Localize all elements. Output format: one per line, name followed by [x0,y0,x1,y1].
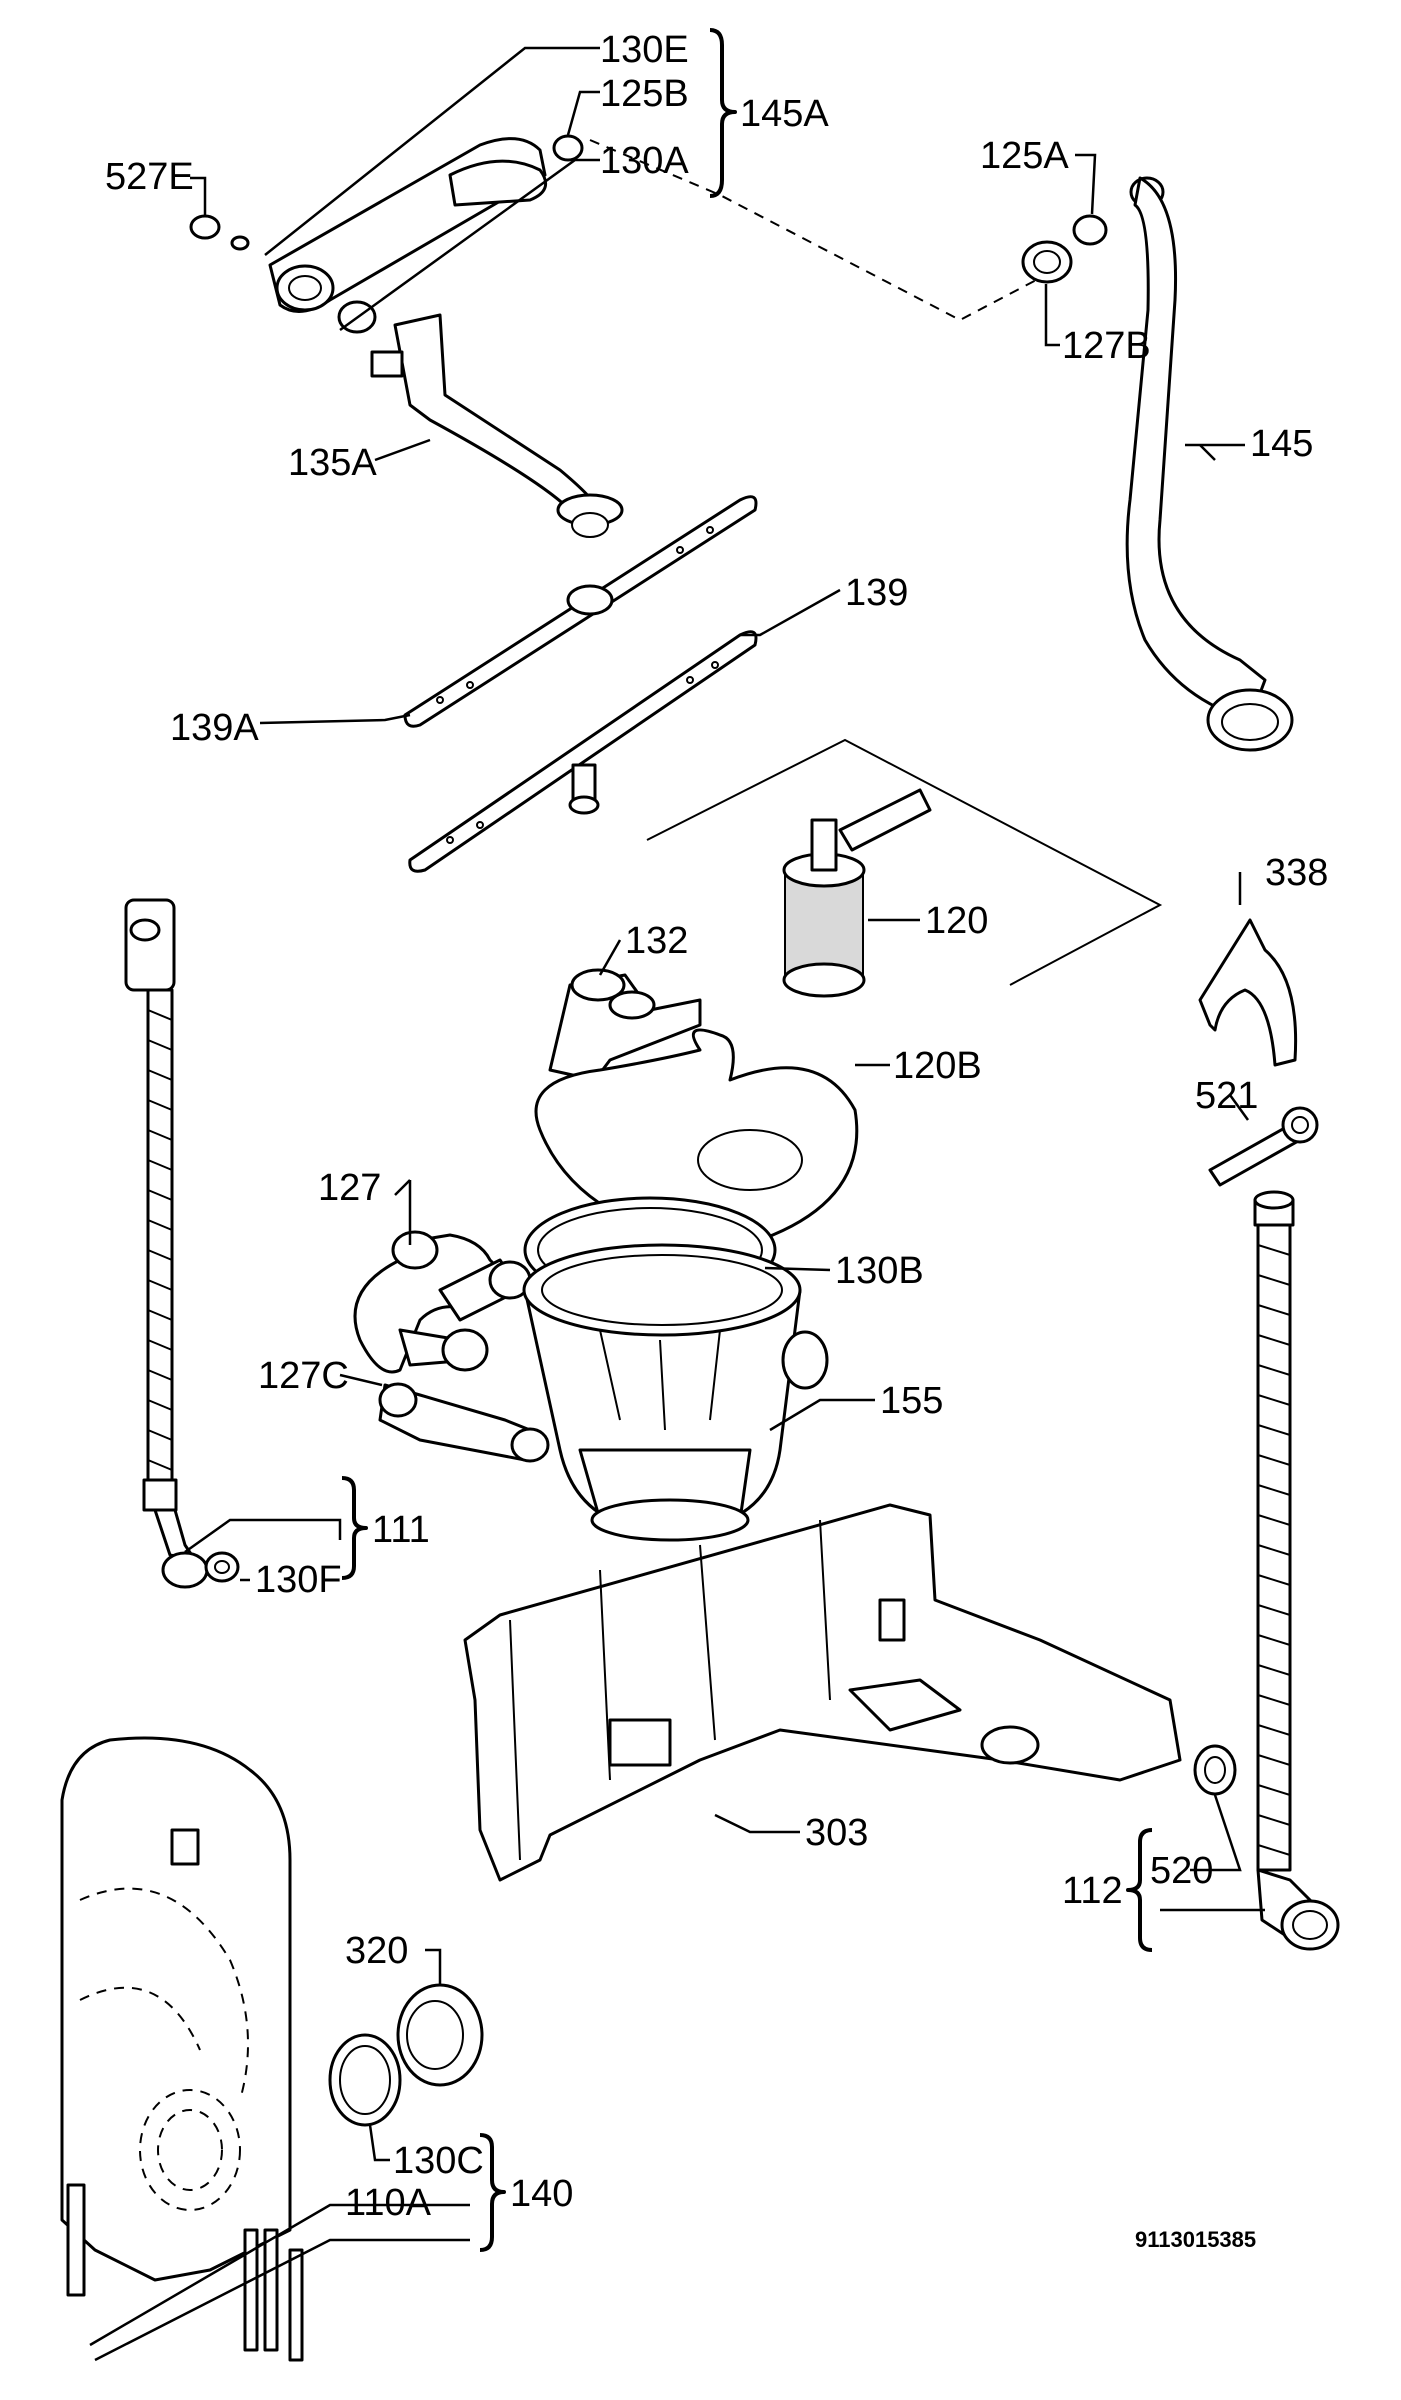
group-label-145A: 145A [740,93,829,135]
o-ring-125B-part [552,134,584,162]
label-125A: 125A [980,135,1069,177]
group-label-140: 140 [510,2173,573,2215]
leader-lines [89,46,1265,2362]
label-127: 127 [318,1167,381,1209]
label-127B: 127B [1062,325,1151,367]
base-303-part [463,1503,1182,1882]
label-303: 303 [805,1812,868,1854]
group-label-111: 111 [372,1509,430,1551]
o-ring-125A-part [1072,214,1108,246]
label-120: 120 [925,900,988,942]
label-135A: 135A [288,442,377,484]
label-527E: 527E [105,156,194,198]
filter-120-part [782,788,932,998]
spray-arm-139A-part [403,495,758,728]
spray-arm-139-part [408,630,758,873]
seal-130C-part [328,2033,402,2127]
nut-527E-part [189,214,250,251]
upper-spray-tube-130E-part [268,137,548,313]
label-130B: 130B [835,1250,924,1292]
pipe-127-part [353,1230,532,1374]
inlet-hose-111-part [124,898,209,1589]
label-127C: 127C [258,1355,349,1397]
cap-320-part [396,1983,484,2087]
clip-521-part [1208,1106,1319,1187]
label-520: 520 [1150,1850,1213,1892]
label-320: 320 [345,1930,408,1972]
drain-hose-145-part [1125,176,1294,752]
label-139: 139 [845,572,908,614]
label-145: 145 [1250,423,1313,465]
nut-127B-part [1021,240,1073,284]
document-number: 9113015385 [1135,2227,1256,2252]
label-130E: 130E [600,29,689,71]
label-338: 338 [1265,852,1328,894]
label-130F: 130F [255,1559,342,1601]
group-braces [341,28,1153,2252]
drain-hose-112-part [1253,1190,1340,1951]
seal-130F-part [204,1551,240,1583]
water-softener-140-part [60,1736,304,2362]
group-label-112: 112 [1062,1870,1123,1912]
bracket-338-part [1198,918,1298,1067]
connector-135A-part [370,313,624,538]
label-130A: 130A [600,140,689,182]
label-521: 521 [1195,1075,1258,1117]
pipe-127C-part [378,1382,550,1463]
sump-155-part [522,1243,829,1542]
label-110A: 110A [345,2182,432,2224]
label-130C: 130C [393,2140,484,2182]
label-132: 132 [625,920,688,962]
label-120B: 120B [893,1045,982,1087]
part-labels: 130E 125B 130A 145A 527E 125A 127B 135A … [105,29,1328,2252]
label-139A: 139A [170,707,259,749]
label-125B: 125B [600,73,689,115]
label-155: 155 [880,1380,943,1422]
grommet-520-part [1193,1744,1237,1796]
